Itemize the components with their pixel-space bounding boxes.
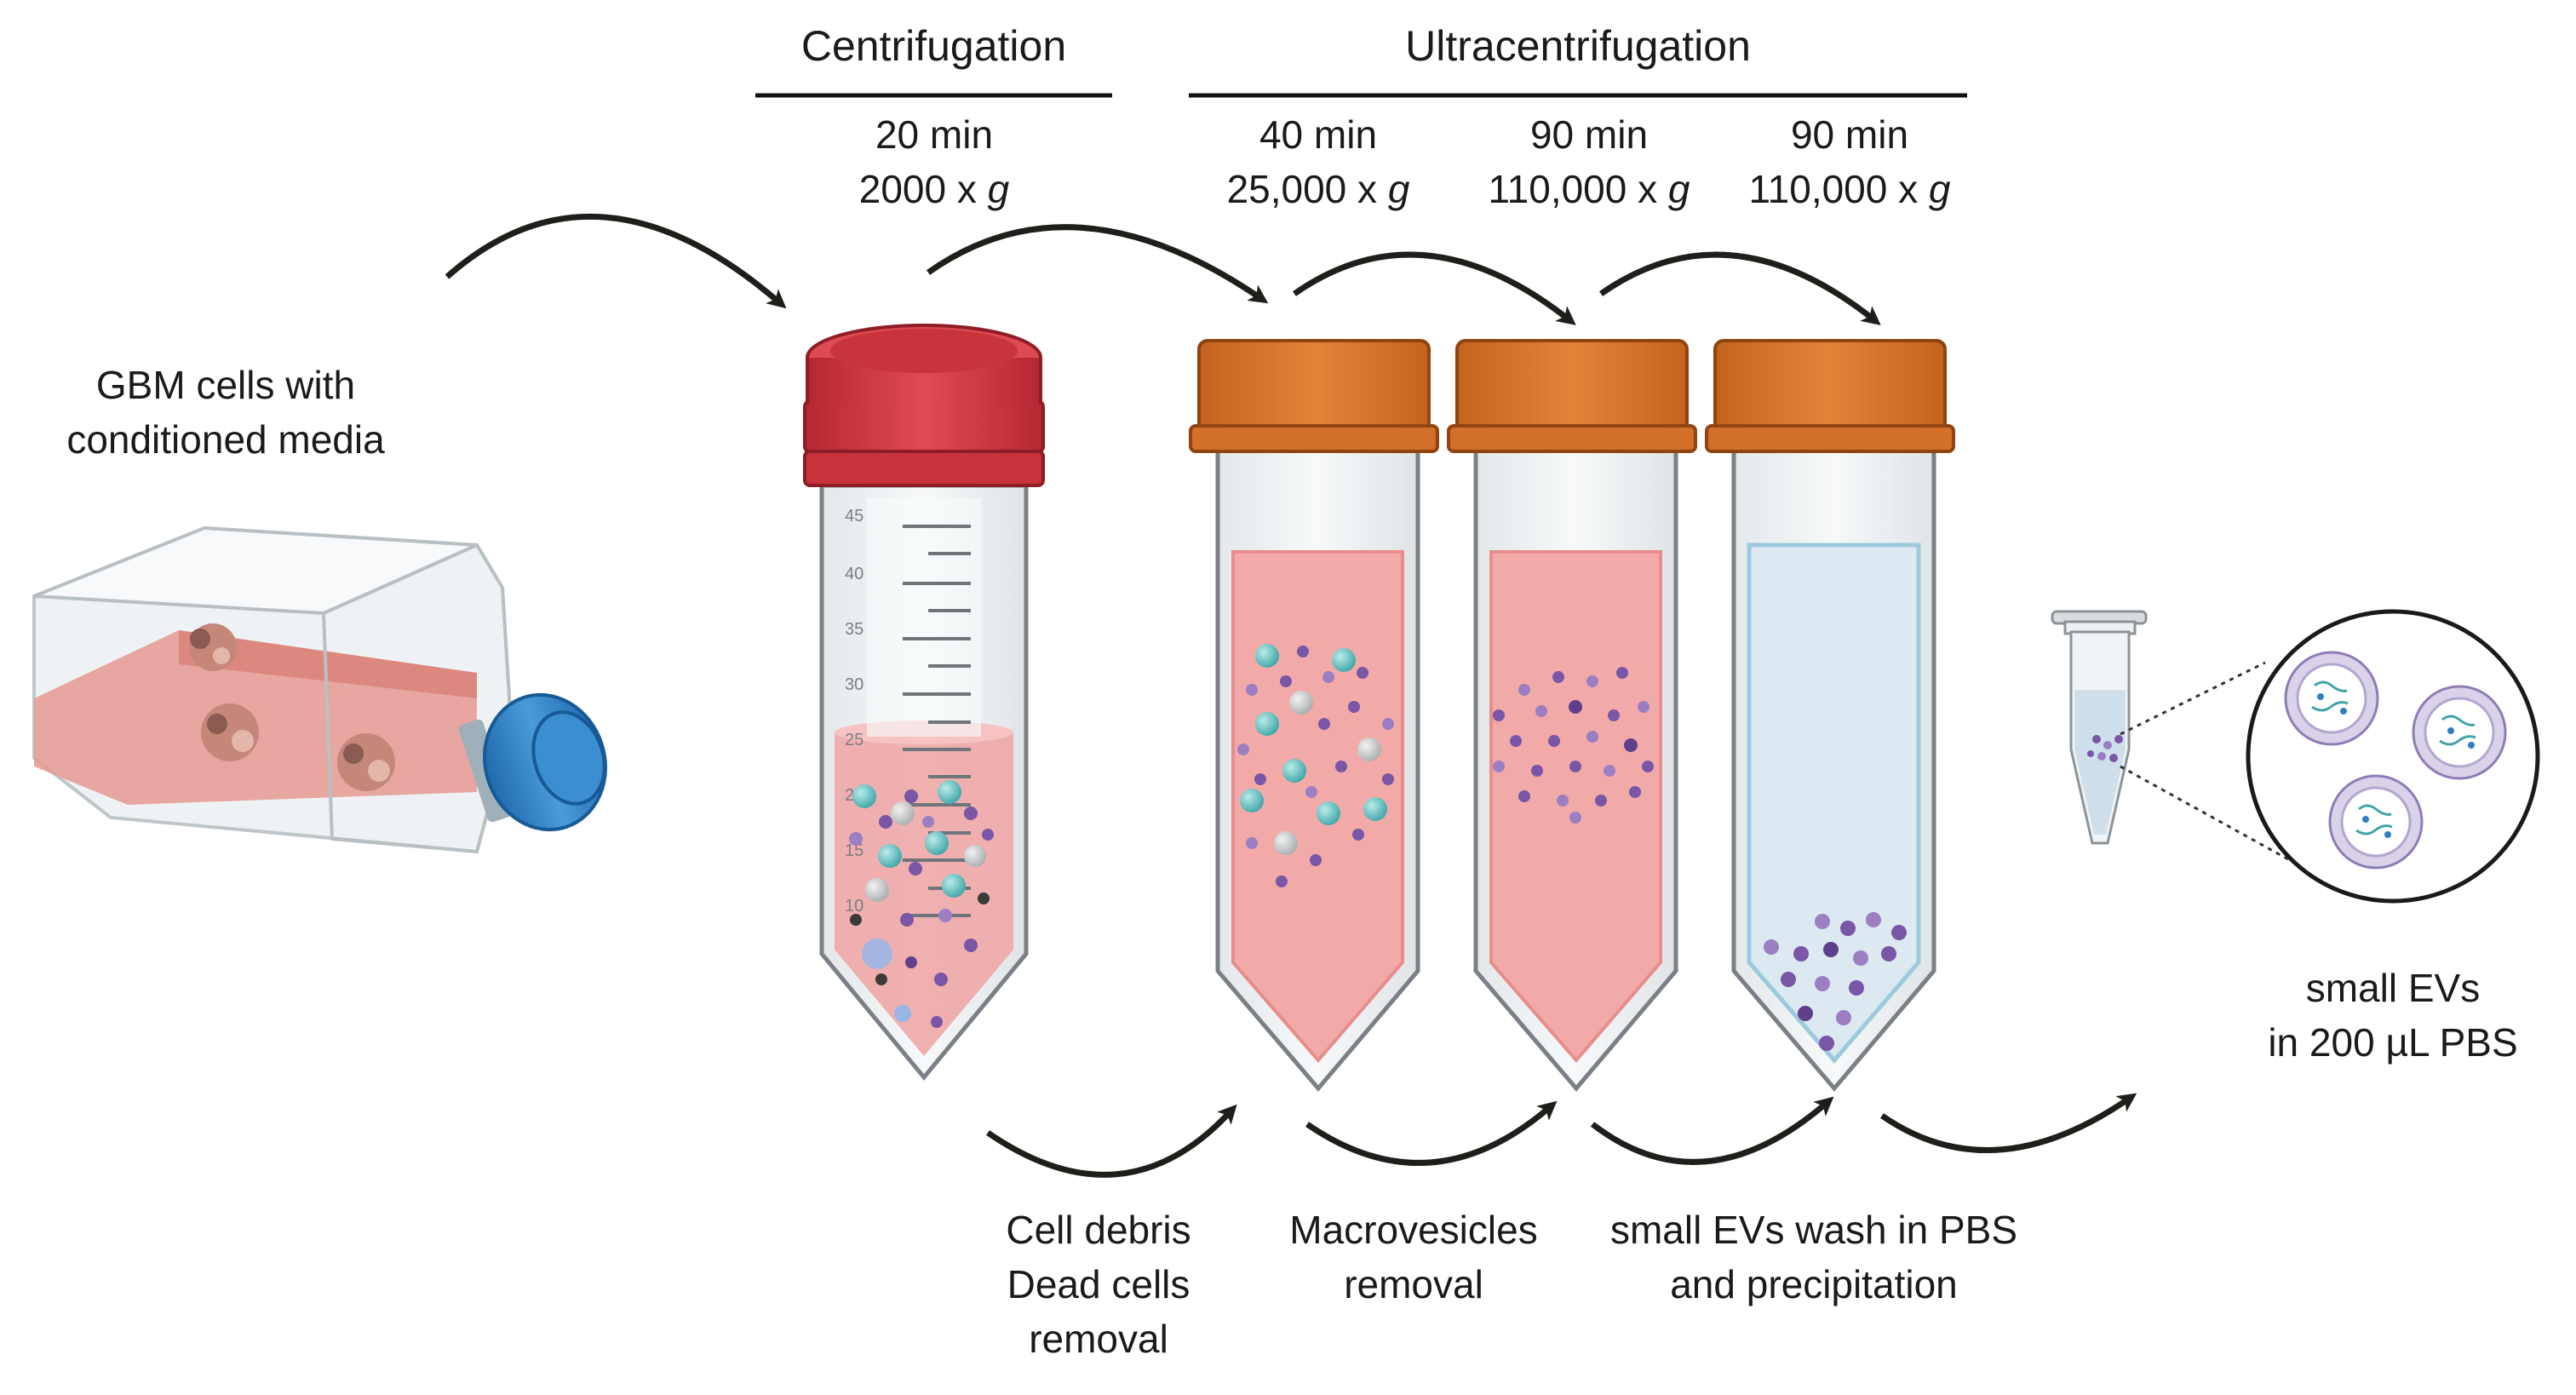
uc-tube-3 — [1705, 339, 1955, 1092]
arrow-falcon-to-uc1 — [926, 224, 1269, 304]
arrow-flask-to-falcon — [445, 213, 787, 309]
arrow-debris — [986, 1104, 1237, 1178]
uc3-pellet-particles — [1764, 912, 1907, 1051]
step-4-params: 90 min 110,000 x g — [1722, 107, 1977, 216]
scale-40: 40 — [845, 565, 863, 583]
scale-35: 35 — [845, 620, 863, 639]
tube-scale-numbers: 45 40 35 30 25 20 15 10 — [845, 507, 863, 916]
scale-25: 25 — [845, 731, 863, 749]
zoom-line-top — [2120, 661, 2266, 736]
flask-cap — [458, 692, 608, 832]
arrow-uc2-to-uc3 — [1598, 251, 1881, 325]
ultracentrifugation-header: Ultracentrifugation — [1405, 22, 1751, 70]
arrow-macrovesicles — [1305, 1100, 1558, 1166]
red-cap — [803, 324, 1045, 487]
removal-label-1: Cell debris Dead cells removal — [1006, 1208, 1191, 1361]
removal-label-3: small EVs wash in PBS and precipitation — [1609, 1208, 2018, 1306]
step-1-time: 20 min — [875, 112, 994, 157]
result-label: small EVs in 200 µL PBS — [2268, 966, 2518, 1065]
step-2-force: 25,000 x g — [1226, 167, 1410, 211]
scale-45: 45 — [845, 507, 863, 525]
falcon-tube: 45 40 35 30 25 20 15 10 — [803, 324, 1045, 1081]
microtube — [2051, 610, 2148, 845]
arrow-wash — [1590, 1096, 1834, 1165]
step-1-force: 2000 x g — [858, 167, 1010, 211]
orange-cap-3 — [1705, 339, 1955, 453]
step-2-params: 40 min 25,000 x g — [1190, 107, 1446, 216]
top-arrows — [445, 213, 1881, 325]
uc-tube-1 — [1189, 339, 1439, 1092]
centrifugation-header: Centrifugation — [800, 22, 1067, 70]
uc2-particles — [1493, 667, 1654, 824]
step-3-force: 110,000 x g — [1488, 167, 1690, 211]
step-4-time: 90 min — [1790, 112, 1909, 157]
scale-10: 10 — [845, 897, 863, 916]
source-label: GBM cells with conditioned media — [66, 363, 385, 462]
step-3-time: 90 min — [1529, 112, 1649, 157]
step-1-params: 20 min 2000 x g — [798, 107, 1070, 216]
zoom-line-bottom — [2120, 765, 2321, 879]
removal-label-2: Macrovesicles removal — [1289, 1208, 1538, 1306]
uc1-particles — [1237, 644, 1394, 887]
ev-vesicle-3 — [2328, 774, 2424, 870]
step-3-params: 90 min 110,000 x g — [1461, 107, 1717, 216]
arrow-to-microtube — [1880, 1093, 2137, 1153]
uc-tube-2 — [1447, 339, 1697, 1092]
falcon-particles — [849, 780, 994, 1028]
scale-15: 15 — [845, 841, 863, 860]
cell-clusters — [189, 623, 395, 791]
step-4-force: 110,000 x g — [1748, 167, 1951, 211]
orange-cap-2 — [1447, 339, 1697, 453]
ev-vesicle-1 — [2284, 651, 2379, 746]
ev-vesicle-2 — [2412, 685, 2507, 780]
culture-flask — [32, 525, 608, 854]
step-2-time: 40 min — [1259, 112, 1378, 157]
zoom-circle — [2246, 609, 2540, 904]
arrow-uc1-to-uc2 — [1292, 251, 1576, 325]
bottom-arrows — [986, 1093, 2137, 1178]
scale-30: 30 — [845, 675, 863, 694]
orange-cap-1 — [1189, 339, 1439, 453]
